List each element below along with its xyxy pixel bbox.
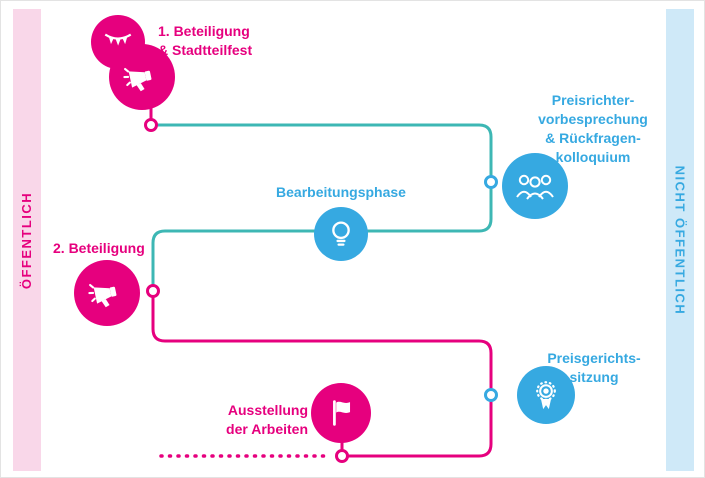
bearbeitungsphase-label: Bearbeitungsphase: [251, 183, 431, 202]
beteiligung2-label: 2. Beteiligung: [53, 239, 145, 258]
non-public-band: NICHT ÖFFENTLICH: [666, 9, 694, 471]
medal-icon: [536, 381, 556, 410]
connector-ring-4: [484, 388, 498, 402]
beteiligung1-node: [109, 44, 175, 110]
preisgericht-label: Preisgerichts- sitzung: [524, 349, 664, 387]
beteiligung1-label-line1: 1. Beteiligung: [158, 23, 250, 39]
phase2-path: [151, 289, 493, 458]
ausstellung-node: [311, 383, 371, 443]
preisrichter-node: [502, 153, 568, 219]
connector-ring-5: [335, 449, 349, 463]
public-band: ÖFFENTLICH: [13, 9, 41, 471]
beteiligung1-label-line2: & Stadtteilfest: [158, 42, 253, 58]
preisrichter-label-line4: kolloquium: [555, 149, 631, 165]
preisrichter-label-line1: Preisrichter-: [551, 92, 635, 108]
beteiligung1-label: 1. Beteiligung & Stadtteilfest: [158, 22, 252, 60]
preisgericht-label-line2: sitzung: [569, 369, 619, 385]
ausstellung-label-line1: Ausstellung: [227, 402, 308, 418]
connector-ring-3: [146, 284, 160, 298]
megaphone-icon: [88, 283, 117, 308]
beteiligung2-node: [74, 260, 140, 326]
bunting-icon: [104, 33, 132, 46]
connector-ring-2: [484, 175, 498, 189]
phase1-path: [149, 123, 493, 293]
connector-ring-1: [144, 118, 158, 132]
beteiligung2-label-line1: 2. Beteiligung: [53, 240, 145, 256]
lightbulb-icon: [332, 221, 350, 246]
jury-icon: [516, 174, 554, 200]
preisrichter-label-line3: & Rückfragen-: [545, 130, 641, 146]
preisgericht-label-line1: Preisgerichts-: [547, 350, 641, 366]
bearbeitungsphase-label-line1: Bearbeitungsphase: [276, 184, 406, 200]
ausstellung-label-line2: der Arbeiten: [226, 421, 308, 437]
ausstellung-label: Ausstellung der Arbeiten: [186, 401, 308, 439]
bearbeitungsphase-node: [314, 207, 368, 261]
flag-icon: [333, 400, 351, 426]
preisgericht-node: [517, 366, 575, 424]
preisrichter-label: Preisrichter- vorbesprechung & Rückfrage…: [518, 91, 668, 167]
megaphone-icon: [123, 67, 152, 92]
preisrichter-label-line2: vorbesprechung: [538, 111, 648, 127]
